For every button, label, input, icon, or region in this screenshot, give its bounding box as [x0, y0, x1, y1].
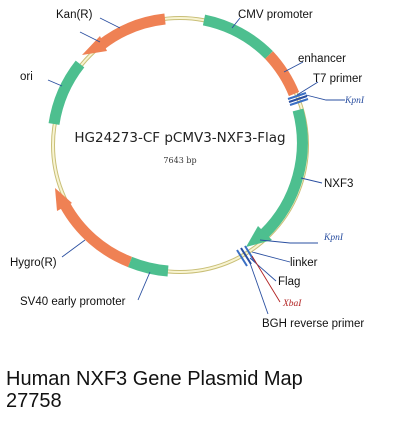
xbai-leader	[251, 255, 281, 303]
t7-primer-mark-3	[289, 98, 309, 106]
caption-title: Human NXF3 Gene Plasmid Map	[6, 368, 303, 390]
label-ori: ori	[20, 71, 33, 83]
plasmid-size: 7643 bp	[163, 156, 196, 165]
label-kpni-1: KpnI	[344, 96, 365, 106]
label-bgh-reverse-primer: BGH reverse primer	[262, 318, 364, 330]
label-kanr: Kan(R)	[56, 9, 93, 21]
feature-kanr-arrowhead	[82, 36, 107, 55]
feature-ori	[48, 60, 85, 125]
label-t7-primer: T7 primer	[313, 73, 362, 85]
caption-id: 27758	[6, 390, 62, 412]
label-nxf3: NXF3	[324, 178, 353, 190]
feature-sv40-promoter	[127, 256, 169, 277]
feature-hygror-arc	[60, 202, 133, 268]
label-xbai: XbaI	[282, 299, 302, 309]
plasmid-name: HG24273-CF pCMV3-NXF3-Flag	[74, 130, 285, 146]
feature-cmv-promoter	[202, 14, 273, 59]
plasmid-map: Kan(R) CMV promoter enhancer T7 primer K…	[10, 9, 365, 330]
feature-enhancer	[264, 51, 300, 97]
map-caption: Human NXF3 Gene Plasmid Map 27758	[6, 368, 396, 412]
bgh-mark	[244, 245, 256, 263]
feature-hygror-arrowhead	[55, 188, 72, 211]
leader-lines	[47, 17, 345, 315]
label-flag: Flag	[278, 276, 300, 288]
t7-primer-mark-2	[288, 95, 308, 103]
label-kpni-2: KpnI	[323, 233, 344, 243]
t7-primer-mark	[287, 92, 307, 100]
label-enhancer: enhancer	[298, 53, 346, 65]
linker-mark	[236, 249, 248, 267]
feature-nxf3-arc	[260, 108, 308, 238]
label-sv40-promoter: SV40 early promoter	[20, 296, 126, 308]
feature-kanr-arc	[97, 13, 166, 50]
label-cmv-promoter: CMV promoter	[238, 9, 313, 21]
flag-mark	[240, 247, 252, 265]
feature-nxf3-arrowhead	[246, 226, 272, 247]
label-linker: linker	[290, 257, 318, 269]
label-hygror: Hygro(R)	[10, 257, 57, 269]
